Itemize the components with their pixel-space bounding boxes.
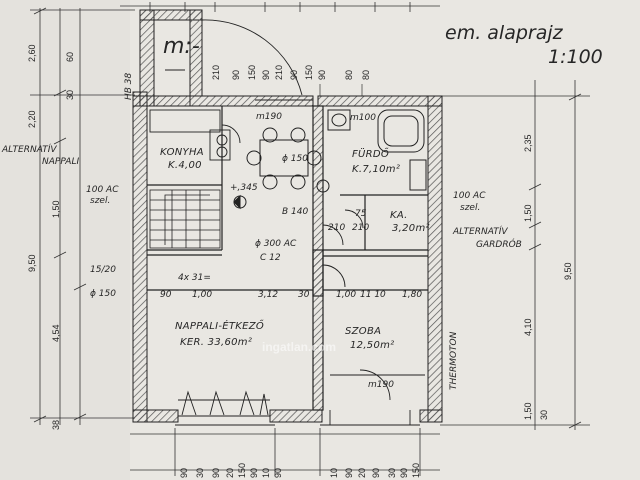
dim-left-150: 1,50: [51, 200, 61, 218]
n75-label: 75: [355, 209, 367, 219]
n100b-label: 1,00: [336, 290, 357, 300]
dim-left-220: 2,20: [27, 110, 37, 128]
level-marker: [233, 194, 247, 210]
kitchen-counter: [149, 109, 231, 161]
top-dim-value: 90: [317, 69, 327, 80]
c12-label: C 12: [260, 253, 281, 263]
szoba-area: 12,50m²: [350, 340, 395, 351]
top-dim-value: 150: [247, 64, 257, 80]
szel-left: szel.: [90, 196, 111, 206]
n312-label: 3,12: [258, 290, 279, 300]
bottom-dim-value: 10: [329, 467, 339, 478]
alt-gardrob-line1: ALTERNATÍV: [453, 227, 508, 237]
dim-right-150b: 1,50: [523, 402, 533, 420]
top-dim-value: 210: [211, 64, 221, 80]
dim-right-150: 1,50: [523, 204, 533, 222]
table-diameter: ϕ 150: [282, 154, 308, 164]
dim-right-410: 4,10: [523, 318, 533, 336]
szel-right: szel.: [460, 203, 481, 213]
bottom-dim-value: 20: [357, 467, 367, 478]
plan-title: em. alaprajz: [445, 22, 563, 44]
dim-left-60: 60: [65, 51, 75, 62]
wc-label: m:-: [163, 34, 200, 59]
level-value: +,345: [230, 183, 258, 193]
n210b-label: 210: [352, 223, 370, 233]
dim-left-30: 30: [65, 89, 75, 100]
bottom-dim-value: 90: [179, 467, 189, 478]
bottom-dimension-chain: [130, 428, 440, 476]
interior-walls: [147, 105, 428, 411]
bottom-dim-value: 20: [225, 467, 235, 478]
konyha-area: K.4,00: [168, 160, 202, 171]
n11-10-label: 11 10: [360, 290, 386, 300]
alt-gardrob-line2: GARDRÓB: [476, 240, 522, 250]
top-dim-value: 80: [361, 69, 371, 80]
top-dim-value: 90: [231, 69, 241, 80]
alt-nappali-line2: NAPPALI: [42, 157, 80, 167]
top-dim-value: 90: [289, 69, 299, 80]
n90-label: 90: [160, 290, 172, 300]
left-dimension-lines: [30, 7, 135, 425]
b140-label: B 140: [282, 207, 309, 217]
top-dim-value: 90: [261, 69, 271, 80]
kamra-label: KA.: [390, 210, 408, 221]
n100-label: 1,00: [192, 290, 213, 300]
bottom-dim-value: 10: [261, 467, 271, 478]
nappali-area: KER. 33,60m²: [180, 337, 253, 348]
m190-top-label: m190: [256, 112, 282, 122]
watermark: ingatlan.com: [262, 340, 337, 354]
alt-nappali-line1: ALTERNATÍV: [2, 145, 57, 155]
dim-left-950: 9,50: [27, 254, 37, 272]
dim-right-950: 9,50: [563, 262, 573, 280]
top-dim-value: 80: [344, 69, 354, 80]
dim-right-30: 30: [539, 409, 549, 420]
thermoton-label: THERMOTON: [449, 331, 459, 390]
terrace-doors: [175, 390, 420, 426]
wc-fixtures: [165, 69, 313, 106]
kamra-area: 3,20m²: [392, 223, 430, 234]
top-dim-value: 210: [274, 64, 284, 80]
m190-bottom-label: m190: [368, 380, 394, 390]
bottom-dim-value: 30: [195, 467, 205, 478]
konyha-label: KONYHA: [160, 147, 204, 158]
top-dim-value: 150: [304, 64, 314, 80]
n15-20-label: 15/20: [90, 265, 116, 275]
ac-100-right: 100 AC: [453, 191, 486, 201]
bottom-dim-value: 90: [371, 467, 381, 478]
right-dimension-lines: [440, 80, 590, 430]
n180-label: 1,80: [402, 290, 423, 300]
bottom-dim-value: 90: [399, 467, 409, 478]
bottom-dim-value: 30: [387, 467, 397, 478]
dim-left-260: 2,60: [27, 44, 37, 62]
bathroom-fixtures: [316, 109, 427, 193]
door-swings: [201, 19, 425, 401]
dining-table: [246, 127, 322, 190]
szoba-label: SZOBA: [345, 326, 382, 337]
plan-scale: 1:100: [548, 46, 603, 68]
d300-label: ϕ 300 AC: [255, 239, 297, 249]
d150-left-label: ϕ 150: [90, 289, 116, 299]
bottom-dim-value: 90: [344, 467, 354, 478]
hb-label: HB 38: [124, 72, 134, 100]
nappali-label: NAPPALI-ÉTKEZŐ: [175, 321, 265, 332]
bottom-dim-value: 90: [211, 467, 221, 478]
top-dimension-chain: [120, 2, 440, 12]
dim-right-235: 2,35: [523, 134, 533, 152]
staircase: [149, 189, 221, 249]
furdo-area: K.7,10m²: [352, 164, 401, 175]
n210a-label: 210: [328, 223, 346, 233]
furdo-label: FÜRDŐ: [352, 149, 390, 160]
n30-label: 30: [298, 290, 310, 300]
exterior-walls: [132, 9, 443, 423]
dim-left-454: 4,54: [51, 324, 61, 342]
bottom-dim-value: 90: [249, 467, 259, 478]
dim-left-38: 38: [51, 419, 61, 430]
bottom-dim-value: 150: [411, 462, 421, 478]
bottom-dim-value: 90: [273, 467, 283, 478]
bottom-dim-value: 150: [237, 462, 247, 478]
ac-100-left: 100 AC: [86, 185, 119, 195]
m100-label: m100: [350, 113, 376, 123]
stair-label: 4x 31=: [178, 273, 211, 283]
